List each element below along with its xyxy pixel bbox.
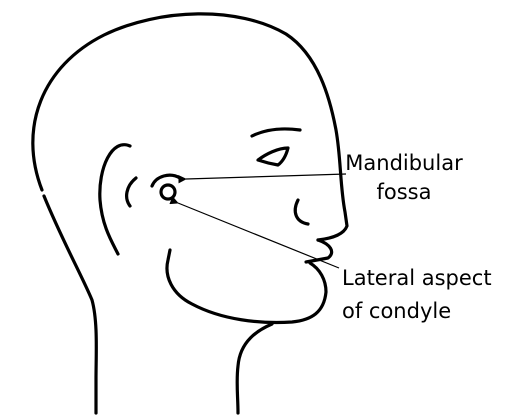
- condyle-label-line1: Lateral aspect: [342, 266, 492, 290]
- eye: [258, 148, 288, 165]
- condyle-pointer: [178, 203, 339, 268]
- mandibular-fossa-label-line2: fossa: [377, 180, 432, 204]
- front-neck-outline: [237, 324, 272, 413]
- chin-jaw-outline: [167, 250, 326, 322]
- mandibular-fossa-label-line1: Mandibular: [345, 151, 463, 175]
- head-outline: [33, 14, 347, 240]
- nostril: [295, 200, 308, 224]
- mouth-outline: [306, 240, 332, 262]
- back-neck-outline: [44, 196, 96, 413]
- condyle-label-line2: of condyle: [342, 299, 451, 323]
- eyebrow: [252, 129, 300, 136]
- mandibular-fossa-pointer: [186, 174, 346, 179]
- inner-ear: [127, 178, 136, 206]
- condyle-circle: [161, 185, 175, 199]
